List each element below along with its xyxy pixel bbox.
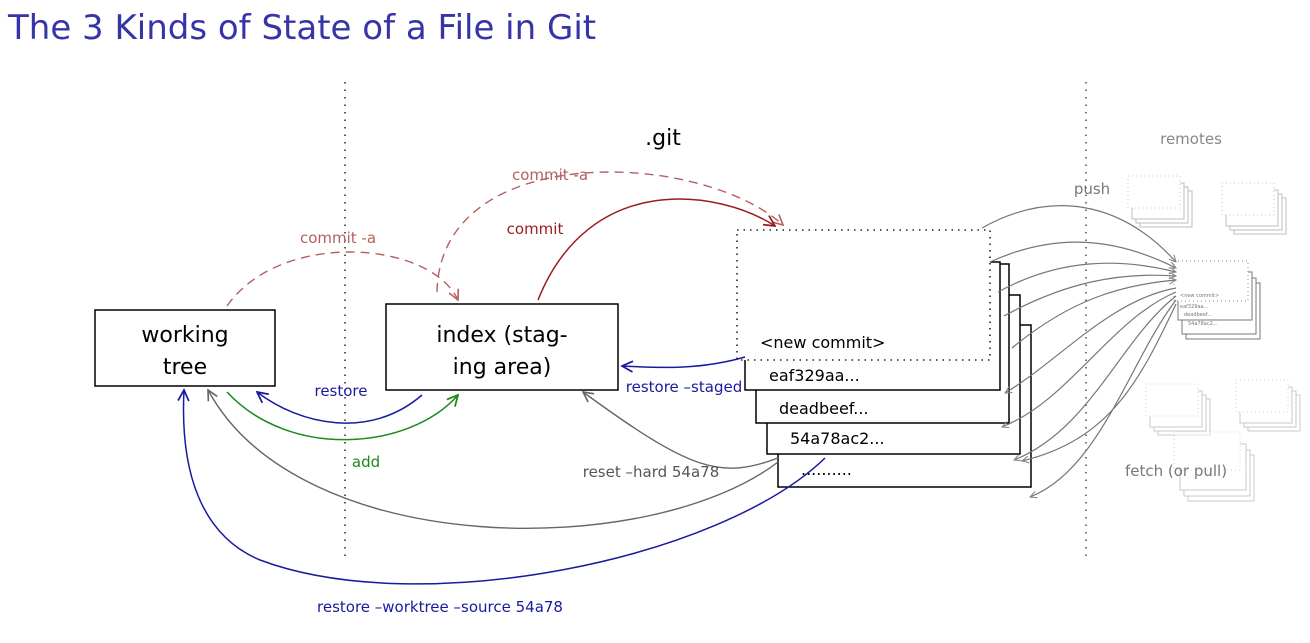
push-arrows xyxy=(981,205,1176,349)
arrow-commit xyxy=(537,198,775,301)
remote-repo-3 xyxy=(1145,383,1211,436)
label-fetch: fetch (or pull) xyxy=(1125,462,1227,480)
working-tree-node: working tree xyxy=(94,309,276,387)
commit-hash-3: 54a78ac2... xyxy=(790,429,885,448)
arrow-restore xyxy=(257,392,423,424)
remotes-label: remotes xyxy=(1160,130,1222,148)
commit-stack: <new commit> eaf329aa... deadbeef... 54a… xyxy=(736,229,1032,488)
commit-hash-2: deadbeef... xyxy=(779,399,869,418)
mini-commit-3: 54a78ac2... xyxy=(1188,321,1218,327)
arrow-commit-a-to-index xyxy=(226,251,458,307)
new-commit-card xyxy=(736,229,991,361)
commit-hash-1: eaf329aa... xyxy=(769,366,860,385)
index-label-line2: ing area) xyxy=(453,355,552,380)
arrow-commit-a-to-commit xyxy=(436,171,783,293)
label-reset-hard: reset –hard 54a78 xyxy=(583,463,720,481)
mini-commit-1: eaf329aa... xyxy=(1180,304,1209,310)
remote-repo-4 xyxy=(1235,379,1301,432)
label-restore-staged: restore –staged xyxy=(626,378,742,396)
index-label-line1: index (stag- xyxy=(436,323,567,348)
mini-new-commit: <new commit> xyxy=(1180,293,1219,299)
label-add: add xyxy=(352,453,380,471)
slide-title: The 3 Kinds of State of a File in Git xyxy=(8,8,597,48)
label-push: push xyxy=(1074,180,1110,198)
remote-repo-main: <new commit> eaf329aa... deadbeef... 54a… xyxy=(1173,260,1261,340)
index-node: index (stag- ing area) xyxy=(385,303,619,391)
label-commit-a-upper: commit -a xyxy=(512,166,588,184)
working-tree-label-line2: tree xyxy=(163,355,207,380)
label-restore-worktree: restore –worktree –source 54a78 xyxy=(317,598,563,616)
remote-repo-5 xyxy=(1173,431,1255,502)
mini-commit-2: deadbeef... xyxy=(1184,312,1212,318)
arrow-add xyxy=(226,391,458,441)
label-commit-a-lower: commit -a xyxy=(300,229,376,247)
arrow-restore-worktree xyxy=(184,390,826,585)
remote-repo-1 xyxy=(1127,175,1193,228)
label-restore: restore xyxy=(314,382,367,400)
git-dir-label: .git xyxy=(645,126,681,151)
fetch-arrows xyxy=(1002,287,1177,497)
new-commit-label: <new commit> xyxy=(760,333,885,352)
working-tree-label-line1: working xyxy=(141,323,228,348)
arrow-reset-hard-worktree xyxy=(208,390,779,529)
label-commit: commit xyxy=(507,220,564,238)
arrow-restore-staged xyxy=(622,356,746,367)
remote-repo-2 xyxy=(1221,182,1287,235)
commit-hash-4: .......... xyxy=(801,460,852,479)
arrow-reset-hard-index xyxy=(583,392,779,469)
